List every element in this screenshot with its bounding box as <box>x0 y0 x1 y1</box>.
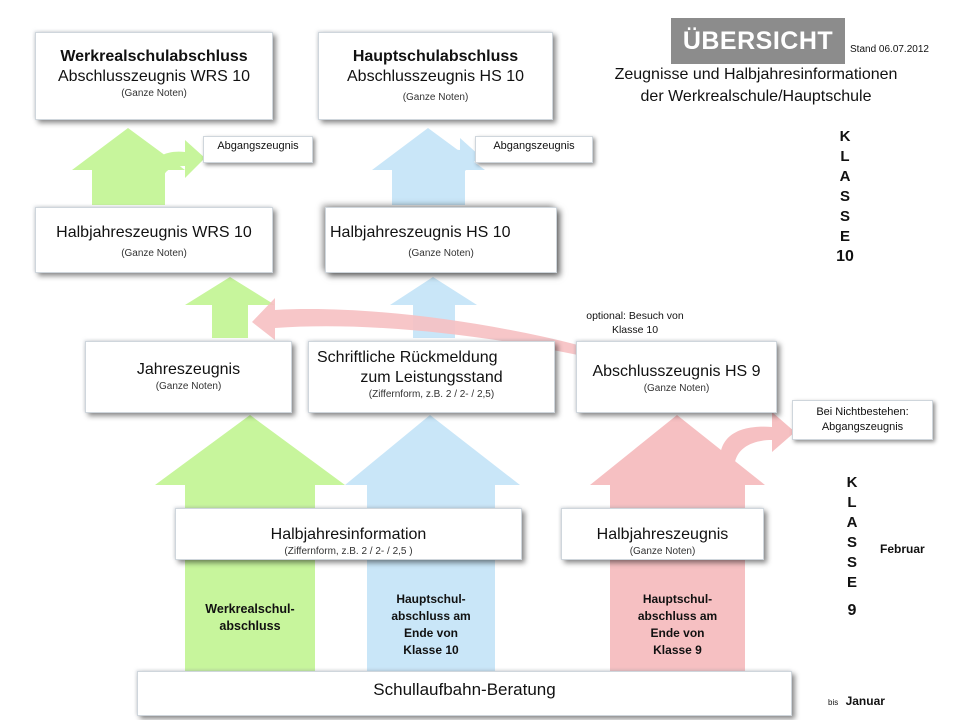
subtitle-line-2: der Werkrealschule/Hauptschule <box>640 88 872 105</box>
abschluss-hs9-title: Abschlusszeugnis HS 9 <box>592 363 761 380</box>
box-werkrealschulabschluss: Werkrealschulabschluss Abschlusszeugnis … <box>35 32 273 120</box>
box-abschlusszeugnis-hs9: Abschlusszeugnis HS 9 (Ganze Noten) <box>576 341 777 413</box>
nichtbestehen-line-1: Bei Nichtbestehen: <box>816 406 909 418</box>
subtitle-line-1: Zeugnisse und Halbjahresinformationen <box>614 66 898 83</box>
box-halbjahresinformation: Halbjahresinformation (Ziffernform, z.B.… <box>175 508 522 560</box>
rueckmeldung-line-1: Schriftliche Rückmeldung <box>317 349 498 366</box>
box-halbjahreszeugnis-wrs10: Halbjahreszeugnis WRS 10 (Ganze Noten) <box>35 207 273 273</box>
klasse-9-label: K L A S S E 9 <box>846 474 858 619</box>
bis-label: bis <box>828 698 839 707</box>
box-jahreszeugnis: Jahreszeugnis (Ganze Noten) <box>85 341 292 413</box>
green-up-arrow-top <box>72 128 185 205</box>
box-hauptschulabschluss: Hauptschulabschluss Abschlusszeugnis HS … <box>318 32 553 120</box>
optional-line-2: Klasse 10 <box>611 324 659 336</box>
hj-wrs10-note: (Ganze Noten) <box>121 248 187 259</box>
januar-label: Januar <box>845 694 885 708</box>
optional-line-1: optional: Besuch von <box>586 310 684 322</box>
hj-info-title: Halbjahresinformation <box>270 526 427 543</box>
box-schullaufbahn-beratung: Schullaufbahn-Beratung <box>137 671 792 716</box>
column-label-hs9: Hauptschul- abschluss am Ende von Klasse… <box>637 592 718 657</box>
hj-zeugnis9-note: (Ganze Noten) <box>629 546 696 557</box>
box-halbjahreszeugnis-9: Halbjahreszeugnis (Ganze Noten) <box>561 508 764 560</box>
green-up-arrow-mid <box>185 277 275 338</box>
hj-wrs10-title: Halbjahreszeugnis WRS 10 <box>56 224 252 241</box>
abgangszeugnis-left: Abgangszeugnis <box>203 136 313 163</box>
bis-januar-label: bis Januar <box>828 694 885 708</box>
jahreszeugnis-note: (Ganze Noten) <box>155 381 222 392</box>
page-subtitle: Zeugnisse und Halbjahresinformationen de… <box>586 64 926 108</box>
column-label-hs10: Hauptschul- abschluss am Ende von Klasse… <box>391 592 471 657</box>
wrs-abschluss-line2: Abschlusszeugnis WRS 10 <box>57 68 251 85</box>
green-curve-arrow <box>150 140 205 178</box>
hj-zeugnis9-title: Halbjahreszeugnis <box>596 526 729 543</box>
pink-curve-arrow <box>720 412 795 462</box>
box-schriftliche-rueckmeldung: Schriftliche Rückmeldung zum Leistungsst… <box>308 341 555 413</box>
stand-date: Stand 06.07.2012 <box>850 44 929 55</box>
title-badge: ÜBERSICHT <box>671 18 845 64</box>
rueckmeldung-note: (Ziffernform, z.B. 2 / 2- / 2,5) <box>368 389 495 400</box>
optional-pink-arrow <box>252 298 578 355</box>
beratung-title: Schullaufbahn-Beratung <box>373 680 556 699</box>
jahreszeugnis-title: Jahreszeugnis <box>136 361 241 378</box>
abgangszeugnis-mid: Abgangszeugnis <box>475 136 593 163</box>
klasse-10-label: K L A S S E 10 <box>836 128 854 265</box>
optional-note: optional: Besuch von Klasse 10 <box>566 309 704 337</box>
abschluss-hs9-note: (Ganze Noten) <box>643 383 710 394</box>
wrs-abschluss-note: (Ganze Noten) <box>121 88 187 99</box>
hs-abschluss-line2: Abschlusszeugnis HS 10 <box>347 68 524 85</box>
februar-label: Februar <box>880 542 925 556</box>
hs-abschluss-title: Hauptschulabschluss <box>352 48 519 65</box>
rueckmeldung-line-2: zum Leistungsstand <box>360 369 503 386</box>
blue-curve-arrow <box>420 138 480 178</box>
box-bei-nichtbestehen: Bei Nichtbestehen: Abgangszeugnis <box>792 400 933 440</box>
column-label-wrs: Werkrealschul- abschluss <box>205 602 295 633</box>
hj-info-note: (Ziffernform, z.B. 2 / 2- / 2,5 ) <box>284 546 413 557</box>
hs-abschluss-note: (Ganze Noten) <box>402 92 469 103</box>
wrs-abschluss-title: Werkrealschulabschluss <box>60 48 248 65</box>
hj-hs10-title: Halbjahreszeugnis HS 10 <box>330 224 511 241</box>
hj-hs10-note: (Ganze Noten) <box>408 248 474 259</box>
blue-up-arrow-mid <box>390 277 477 338</box>
box-halbjahreszeugnis-hs10: Halbjahreszeugnis HS 10 (Ganze Noten) <box>325 207 557 273</box>
nichtbestehen-line-2: Abgangszeugnis <box>821 421 904 433</box>
